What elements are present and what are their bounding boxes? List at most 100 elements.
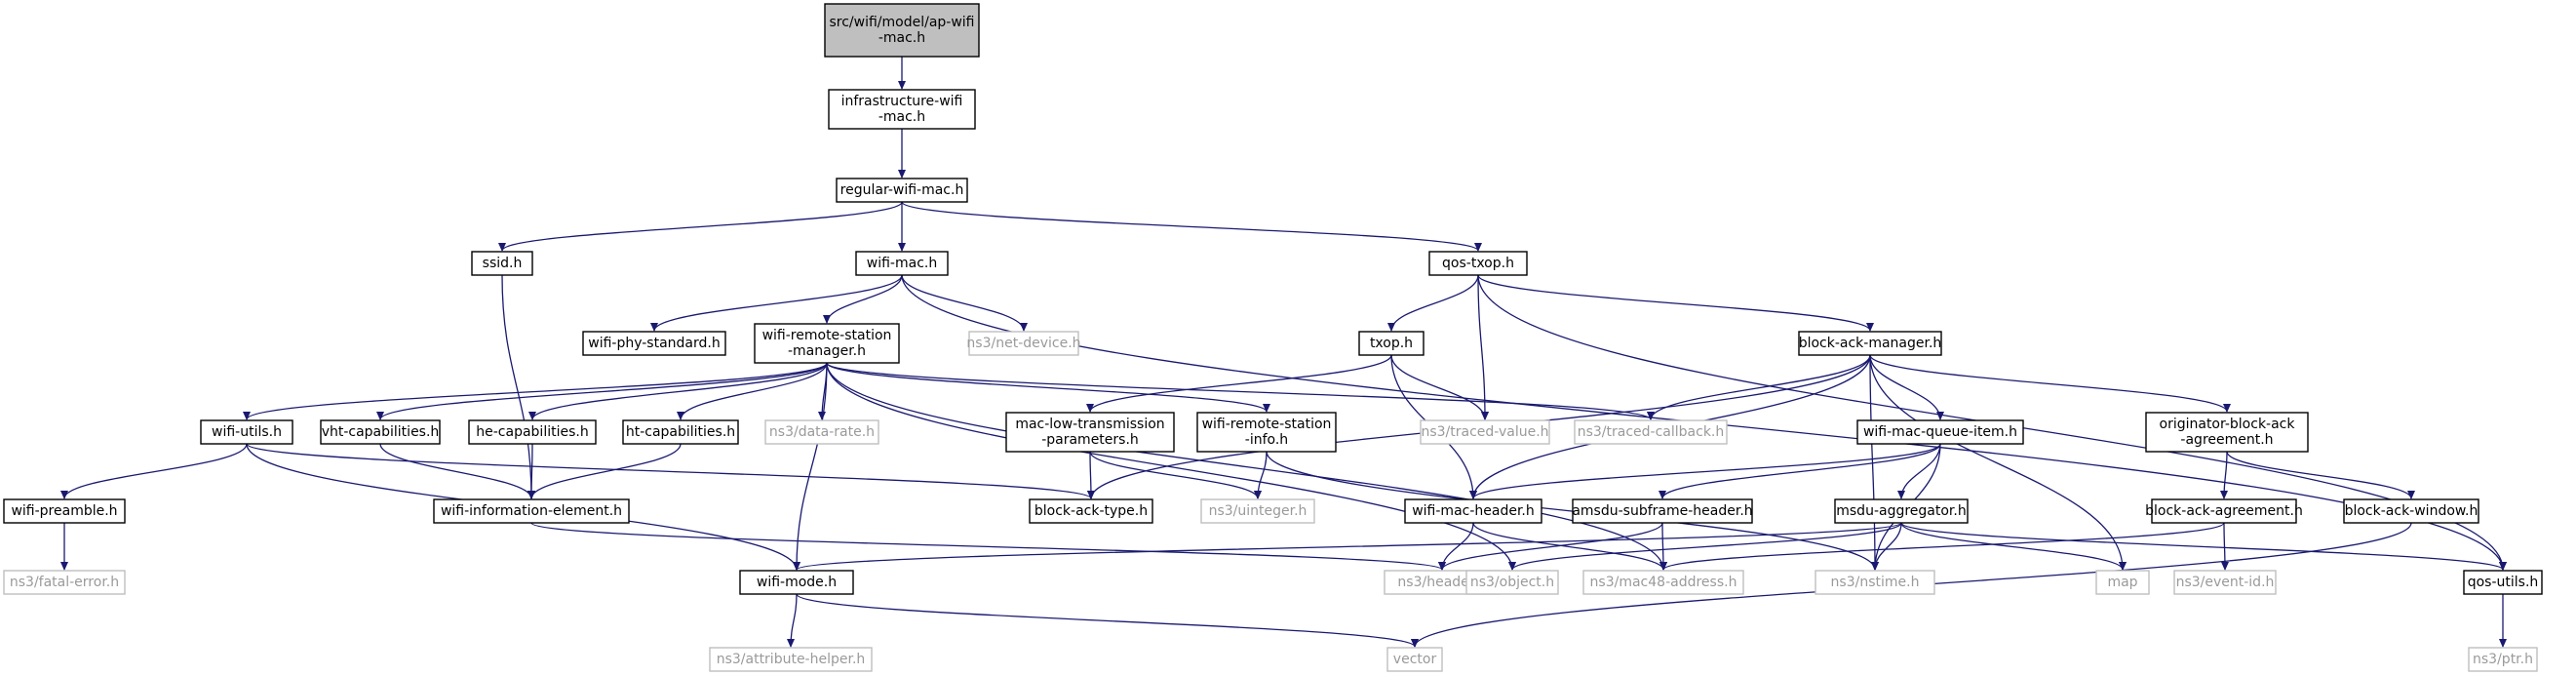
node-vht[interactable]: vht-capabilities.h: [320, 419, 441, 445]
node-oba-label: originator-block-ack: [2160, 417, 2296, 432]
node-wifimac[interactable]: wifi-mac.h: [855, 251, 949, 276]
edge-machdr-to-mac48: [1472, 522, 1667, 571]
edge-remote-to-object: [826, 362, 1516, 571]
edge-wmqi-to-msdu: [1897, 443, 1941, 499]
node-baw[interactable]: block-ack-window.h: [2343, 498, 2479, 524]
node-tracedcb: ns3/traced-callback.h: [1574, 419, 1728, 445]
node-tracedcb-label: ns3/traced-callback.h: [1578, 424, 1725, 440]
node-bam[interactable]: block-ack-manager.h: [1798, 331, 1942, 356]
node-tracedval-box: [1420, 419, 1550, 445]
node-fatal-label: ns3/fatal-error.h: [10, 575, 119, 590]
node-datarate-box: [764, 419, 879, 445]
node-root-label: -mac.h: [878, 30, 925, 46]
node-root[interactable]: src/wifi/model/ap-wifi-mac.h: [824, 3, 980, 58]
node-phystd[interactable]: wifi-phy-standard.h: [582, 331, 726, 356]
node-bat[interactable]: block-ack-type.h: [1029, 498, 1153, 524]
node-msdu-box: [1834, 498, 1969, 524]
node-header-label: ns3/header.h: [1397, 575, 1486, 590]
node-ptr-label: ns3/ptr.h: [2473, 652, 2533, 667]
node-he[interactable]: he-capabilities.h: [468, 419, 597, 445]
node-wrsi-box: [1196, 412, 1337, 453]
node-nstime-box: [1815, 570, 1935, 595]
node-ht[interactable]: ht-capabilities.h: [622, 419, 739, 445]
edge-wrsi-to-nstime: [1266, 451, 1879, 571]
node-preamble-label: wifi-preamble.h: [11, 503, 117, 519]
node-remote[interactable]: wifi-remote-station-manager.h: [754, 323, 900, 364]
edge-wmqi-to-amsdu: [1659, 443, 1941, 499]
node-baa-box: [2151, 498, 2297, 524]
edge-remote-to-vht: [376, 362, 828, 420]
edge-qostxop-to-txop: [1387, 274, 1479, 332]
edge-txop-to-tracedval: [1390, 354, 1489, 420]
node-wmqi[interactable]: wifi-mac-queue-item.h: [1856, 419, 2024, 445]
node-wifimac-label: wifi-mac.h: [867, 256, 937, 271]
node-amsdu-box: [1572, 498, 1753, 524]
node-infoel-box: [433, 498, 630, 524]
node-map-label: map: [2107, 575, 2137, 590]
node-infra[interactable]: infrastructure-wifi-mac.h: [828, 89, 976, 130]
node-fatal: ns3/fatal-error.h: [3, 570, 126, 595]
node-ht-label: ht-capabilities.h: [626, 424, 735, 440]
node-he-label: he-capabilities.h: [476, 424, 588, 440]
node-mlt-label: -parameters.h: [1041, 432, 1139, 448]
node-qosutils-label: qos-utils.h: [2468, 575, 2539, 590]
node-baw-box: [2343, 498, 2479, 524]
edge-bam-to-map: [1869, 354, 2127, 571]
edge-remote-to-tracedcb: [826, 362, 1655, 420]
node-vector-box: [1386, 647, 1443, 672]
node-baa[interactable]: block-ack-agreement.h: [2145, 498, 2303, 524]
edge-remote-to-he: [528, 362, 828, 420]
node-txop[interactable]: txop.h: [1358, 331, 1425, 356]
node-oba[interactable]: originator-block-ack-agreement.h: [2145, 412, 2309, 453]
edge-msdu-to-mode: [793, 522, 1902, 571]
edge-ht-to-infoel: [527, 443, 682, 499]
node-regular[interactable]: regular-wifi-mac.h: [836, 178, 968, 203]
node-root-box: [824, 3, 980, 58]
node-eventid-box: [2173, 570, 2277, 595]
node-attr-box: [709, 647, 873, 672]
node-bam-label: block-ack-manager.h: [1799, 336, 1942, 351]
node-ssid-box: [471, 251, 533, 276]
edge-regular-to-qostxop: [901, 201, 1482, 252]
edge-wifimac-to-netdev: [901, 274, 1028, 332]
edge-mlt-to-bat: [1086, 451, 1095, 499]
node-machdr[interactable]: wifi-mac-header.h: [1404, 498, 1542, 524]
node-eventid: ns3/event-id.h: [2173, 570, 2277, 595]
node-mode[interactable]: wifi-mode.h: [739, 570, 854, 595]
node-infoel[interactable]: wifi-information-element.h: [433, 498, 630, 524]
node-qostxop-box: [1428, 251, 1528, 276]
node-vector: vector: [1386, 647, 1443, 672]
node-attr: ns3/attribute-helper.h: [709, 647, 873, 672]
edge-baa-to-eventid: [2220, 522, 2229, 571]
node-baw-label: block-ack-window.h: [2345, 503, 2478, 519]
edge-vht-to-infoel: [379, 443, 535, 499]
node-mlt[interactable]: mac-low-transmission-parameters.h: [1005, 412, 1175, 453]
edge-remote-to-utils: [243, 362, 828, 420]
node-msdu-label: msdu-aggregator.h: [1836, 503, 1966, 519]
node-he-box: [468, 419, 597, 445]
node-txop-box: [1358, 331, 1425, 356]
node-ssid[interactable]: ssid.h: [471, 251, 533, 276]
node-map: map: [2095, 570, 2150, 595]
edge-wrsi-to-uint: [1254, 451, 1268, 499]
node-preamble[interactable]: wifi-preamble.h: [3, 498, 126, 524]
node-vht-label: vht-capabilities.h: [322, 424, 440, 440]
edge-msdu-to-map: [1900, 522, 2127, 571]
node-txop-label: txop.h: [1370, 336, 1413, 351]
node-qosutils[interactable]: qos-utils.h: [2463, 570, 2543, 595]
node-qostxop[interactable]: qos-txop.h: [1428, 251, 1528, 276]
edge-regular-to-ssid: [498, 201, 903, 252]
node-remote-label: wifi-remote-station: [762, 328, 892, 343]
node-msdu[interactable]: msdu-aggregator.h: [1834, 498, 1969, 524]
node-utils[interactable]: wifi-utils.h: [200, 419, 293, 445]
node-mlt-label: mac-low-transmission: [1015, 417, 1164, 432]
node-wrsi[interactable]: wifi-remote-station-info.h: [1196, 412, 1337, 453]
node-datarate: ns3/data-rate.h: [764, 419, 879, 445]
node-ptr-box: [2468, 647, 2538, 672]
node-regular-box: [836, 178, 968, 203]
node-tracedval: ns3/traced-value.h: [1420, 419, 1550, 445]
node-amsdu[interactable]: amsdu-subframe-header.h: [1572, 498, 1753, 524]
edge-msdu-to-object: [1508, 522, 1902, 571]
edge-mlt-to-uint: [1089, 451, 1262, 499]
